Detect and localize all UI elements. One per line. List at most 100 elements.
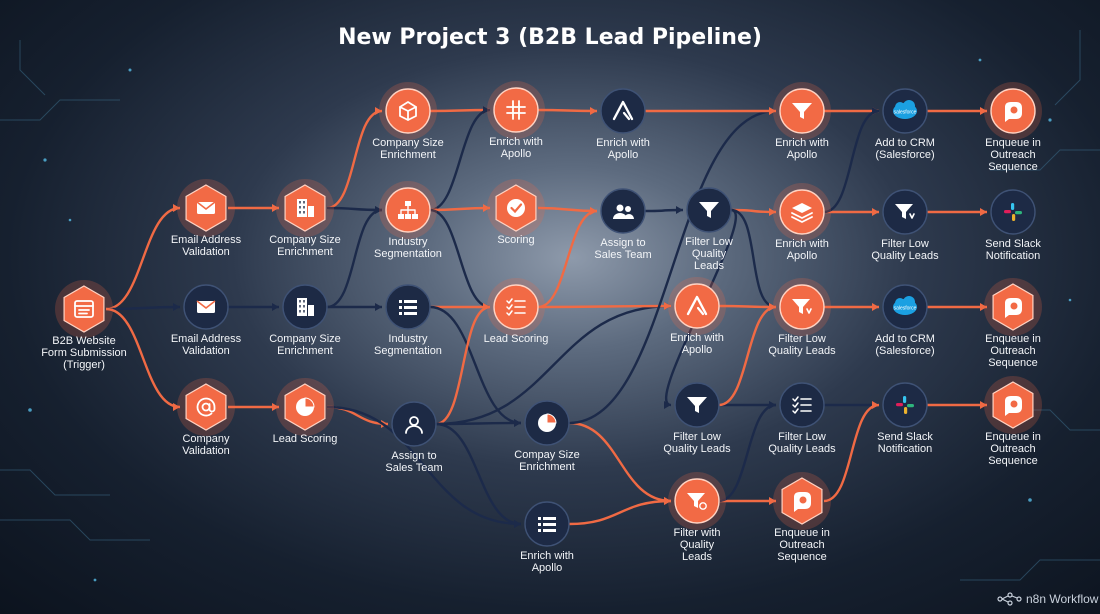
list-icon [399, 300, 417, 315]
edge-arrowhead [590, 207, 597, 215]
at-icon [196, 397, 216, 417]
edge-arrowhead [375, 107, 382, 115]
node-label: Leads [694, 260, 724, 272]
node-label: Company Size [372, 137, 444, 149]
node-label: Outreach [990, 443, 1035, 455]
node-shape [600, 88, 646, 134]
node-lead-scoring-a[interactable]: Lead Scoring [273, 378, 338, 445]
node-label: Assign to [391, 450, 436, 462]
node-label: Segmentation [374, 345, 442, 357]
node-label: Lead Scoring [273, 433, 338, 445]
node-label: Notification [878, 443, 932, 455]
node-label: Company Size [269, 234, 341, 246]
node-label: (Salesforce) [875, 345, 934, 357]
building-icon [297, 199, 314, 217]
edge-apollo_col7_mid-to-crm_a [823, 109, 880, 214]
node-label: Enrich with [775, 238, 829, 250]
edge-arrowhead [173, 303, 180, 311]
node-lead-scoring-b[interactable]: Lead Scoring [484, 278, 549, 345]
node-label: Outreach [779, 539, 824, 551]
edge-size_mid-to-filter_quality [568, 421, 672, 503]
edge-arrowhead [980, 208, 987, 216]
node-scoring[interactable]: Scoring [487, 179, 545, 246]
node-shape [391, 401, 437, 447]
edge-arrowhead [375, 206, 382, 214]
funnel-icon [687, 397, 707, 413]
pie-icon [538, 413, 557, 432]
hash-icon [506, 100, 526, 120]
edge-trigger-to-email_b [105, 305, 181, 311]
edge-size_b-to-industry_a [326, 208, 383, 309]
edge-arrowhead [272, 204, 279, 212]
node-label: Validation [182, 345, 230, 357]
edge-size_mid-to-apollo_col7_top [568, 109, 777, 425]
slack-icon [896, 396, 914, 414]
edge-size_top-to-apollo_top [429, 108, 491, 113]
edge-arrowhead [980, 401, 987, 409]
outreach-icon [1005, 102, 1022, 122]
edge-arrowhead [590, 107, 597, 115]
circuit-decoration [0, 30, 1100, 581]
node-label: Outreach [990, 149, 1035, 161]
node-label: Industry [388, 333, 428, 345]
node-label: Quality Leads [768, 345, 836, 357]
node-label: Sequence [988, 455, 1038, 467]
outreach-icon [794, 492, 811, 512]
node-label: Enrichment [277, 246, 333, 258]
node-label: Outreach [990, 345, 1035, 357]
node-shape [882, 382, 928, 428]
edge-arrowhead [769, 208, 776, 216]
node-shape [185, 383, 227, 431]
layers-icon [791, 203, 813, 223]
node-label: Enrichment [519, 461, 575, 473]
edge-arrowhead [664, 302, 671, 310]
node-label: Apollo [787, 149, 818, 161]
edge-arrowhead [272, 403, 279, 411]
edge-scoring-to-assign_b [537, 206, 598, 213]
footer: n8n Workflow [997, 592, 1099, 606]
node-label: Email Address [171, 234, 242, 246]
edge-arrowhead [272, 303, 279, 311]
node-label: Assign to [600, 237, 645, 249]
node-label: Sequence [988, 357, 1038, 369]
edge-assign_a-to-lead_scoring_b [435, 305, 491, 426]
node-label: Segmentation [374, 248, 442, 260]
salesforce-icon: salesforce [893, 100, 917, 119]
edge-arrowhead [173, 403, 180, 411]
edge-arrowhead [483, 106, 490, 114]
node-label: Enrich with [670, 332, 724, 344]
edge-industry_a-to-lead_scoring_b [429, 208, 491, 309]
